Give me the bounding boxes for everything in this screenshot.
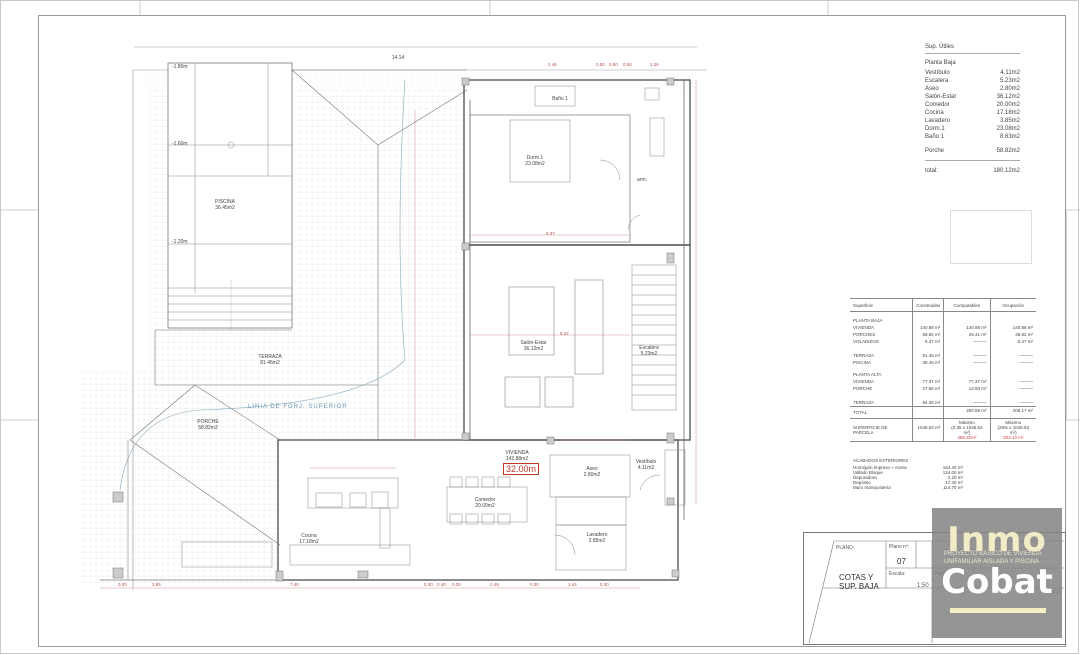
level-tag-2: -1.60m (172, 141, 188, 147)
notes-box (950, 210, 1032, 264)
dim-bottom-7: 2.49 (490, 582, 499, 587)
sup-utiles-subtitle: Planta Baja (925, 60, 956, 66)
room-label-escalera: Escalera 5.23m2 (639, 345, 659, 357)
dim-bottom-3: 7.40 (290, 582, 299, 587)
dim-top-4: 0.50 (623, 62, 632, 67)
dim-bottom-9: 1.44 (568, 582, 577, 587)
divider (925, 160, 1020, 161)
drawing-frame (38, 15, 1066, 647)
room-label-dorm1: Dorm.1 23.08m2 (525, 155, 545, 167)
col-header: Superficie (850, 298, 913, 312)
dim-top-5: 1.26 (650, 62, 659, 67)
room-label-terraza: TERRAZA 81.46m2 (258, 354, 282, 366)
room-label-lavadero: Lavadero 3.85m2 (586, 532, 608, 544)
watermark-logo: Inmo PROYECTO BÁSICO DE VIVIENDA UNIFAMI… (932, 508, 1062, 638)
dim-bottom-6: 0.30 (452, 582, 461, 587)
watermark-bar (950, 608, 1046, 613)
room-label-porche: PORCHE 58.82m2 (197, 419, 219, 431)
dim-bottom-2: 3.95 (152, 582, 161, 587)
level-tag-3: -1.20m (172, 239, 188, 245)
watermark-line-2: Cobat (941, 562, 1053, 602)
room-label-aseo: Aseo 2.80m2 (583, 466, 601, 478)
room-label-vestibulo: Vestíbulo 4.11m2 (635, 459, 657, 471)
dim-top-2: 0.50 (596, 62, 605, 67)
acabados-table: ACABADOS EXTERIORES Hormigón Impreso + A… (853, 458, 963, 490)
room-label-cocina: Cocina 17.18m2 (299, 533, 319, 545)
superficies-table: Superficie Construidas Computables Ocupa… (850, 298, 1036, 442)
dim-top-1: 2.46 (548, 62, 557, 67)
escala-value: 1:50 (917, 583, 929, 589)
plano-num: 07 (897, 557, 906, 566)
acabados-title: ACABADOS EXTERIORES (853, 458, 909, 463)
dim-bottom-8: 0.30 (530, 582, 539, 587)
plano-label: PLANO: (836, 545, 855, 551)
dim-bottom-1: 0.30 (118, 582, 127, 587)
divider (925, 53, 1020, 54)
elevation-tag: 32.00m (503, 463, 540, 475)
dim-dorm-width: 6.37 (546, 231, 555, 236)
section-title: PLANTA ALTA (853, 372, 882, 377)
parcela-row: SUPERFICIE DE PARCELA 1046.63 m² Máximo … (850, 418, 1036, 442)
sup-utiles-title: Sup. Útiles (925, 44, 955, 50)
room-label-salon: Salón-Estar 36.12m2 (520, 340, 547, 352)
dim-top-3: 0.50 (609, 62, 618, 67)
room-label-comedor: Comedor 20.00m2 (474, 497, 496, 509)
room-label-piscina: PISCINA 36.45m2 (214, 199, 235, 211)
dim-bottom-5: 0.40 (437, 582, 446, 587)
total-row: total:180.12m2 (925, 168, 1020, 174)
dim-bottom-4: 0.30 (424, 582, 433, 587)
section-title: PLANTA BAJA (853, 318, 883, 323)
overall-dimension: 14.14 (391, 55, 405, 61)
watermark-project-text: PROYECTO BÁSICO DE VIVIENDA UNIFAMILIAR … (944, 551, 1042, 565)
room-label-bano1: Baño 1 (552, 96, 568, 102)
room-label-vivienda: VIVIENDA 142.88m2 (505, 450, 529, 462)
dim-bottom-10: 0.30 (600, 582, 609, 587)
col-header: Ocupación (989, 298, 1036, 312)
escala-label: Escala: (889, 571, 906, 577)
plano-title: COTAS Y SUP. BAJA (839, 573, 879, 591)
col-header: Construidas (912, 298, 944, 312)
dim-salon-width: 6.47 (560, 331, 569, 336)
col-header: Computables (943, 298, 991, 312)
watermark-line-1: Inmo (947, 520, 1047, 560)
forjado-line-label: LINIA DE FORJ. SUPERIOR (248, 404, 348, 410)
room-label-arm: arm. (637, 177, 647, 183)
level-tag-1: -1.80m (172, 64, 188, 70)
plano-num-label: Plano nº: (889, 544, 910, 550)
